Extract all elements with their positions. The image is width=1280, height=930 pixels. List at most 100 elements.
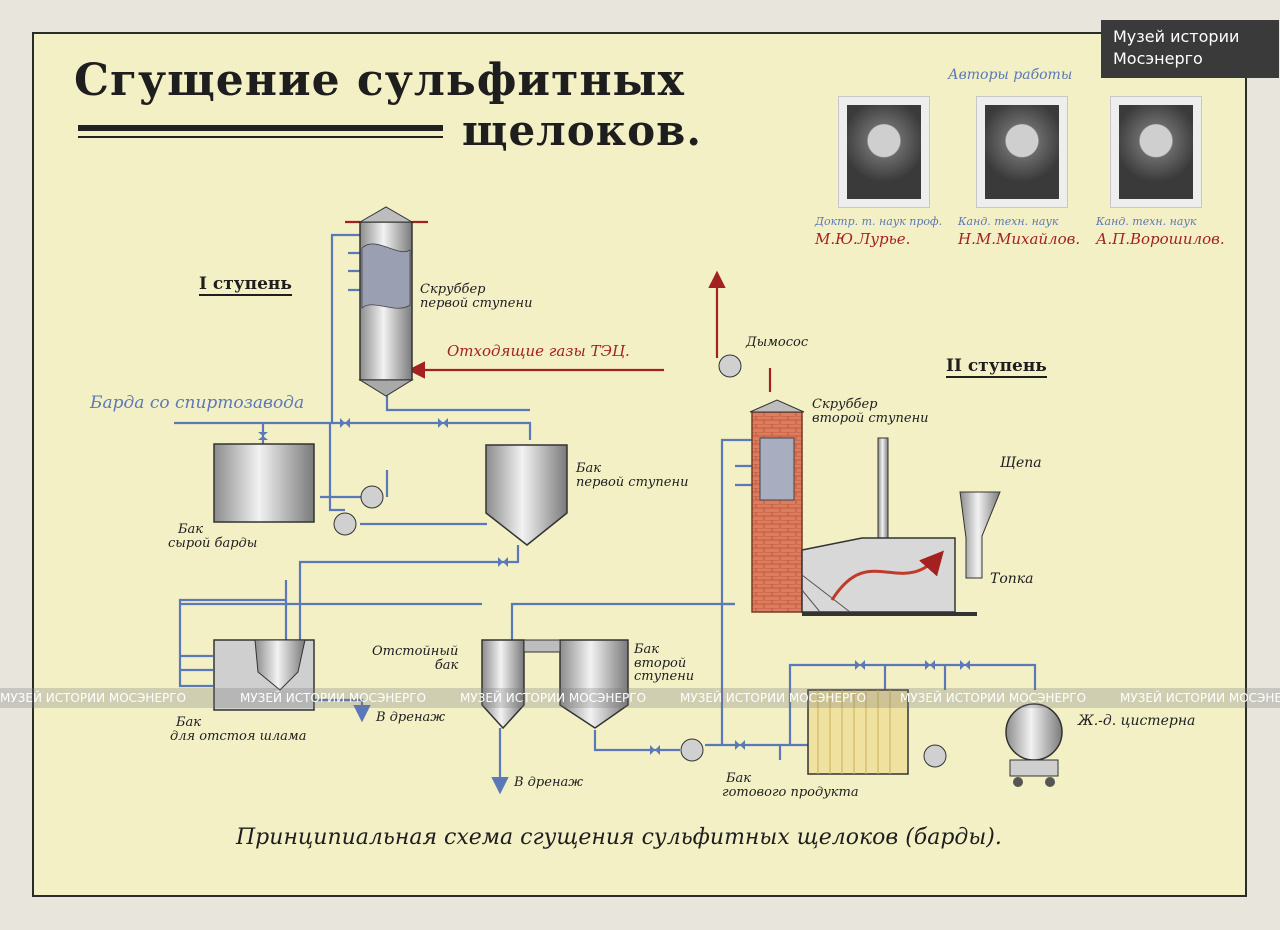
settling-tank bbox=[481, 639, 525, 730]
pumps bbox=[333, 485, 947, 768]
tank1-drain-pipe bbox=[298, 545, 520, 640]
barda-inlet-label: Барда со спиртозавода bbox=[90, 393, 305, 413]
flue-gas-label: Отходящие газы ТЭЦ. bbox=[447, 342, 630, 360]
scrubber1-spray-pipes bbox=[348, 251, 360, 292]
product-tank bbox=[807, 689, 909, 775]
sludge-loop-pipe bbox=[178, 598, 286, 688]
valve bbox=[438, 418, 448, 428]
drain1-label: В дренаж bbox=[376, 710, 446, 725]
product-tank-risers bbox=[883, 665, 947, 690]
watermark-text-3: МУЗЕЙ ИСТОРИИ МОСЭНЕРГО bbox=[460, 691, 647, 705]
settling-tank-label-line-2: бак bbox=[434, 657, 459, 673]
product-tank-label: Бак готового продукта bbox=[722, 772, 859, 799]
valve bbox=[960, 660, 970, 670]
product-tank-label-line-1: Бак bbox=[726, 771, 752, 786]
author-photo-1 bbox=[838, 96, 930, 208]
watermark-strip: МУЗЕЙ ИСТОРИИ МОСЭНЕРГО МУЗЕЙ ИСТОРИИ МО… bbox=[0, 688, 1280, 708]
pump-b bbox=[333, 512, 357, 536]
exhauster-label: Дымосос bbox=[746, 335, 809, 350]
valves bbox=[258, 418, 970, 755]
drain2-label: В дренаж bbox=[514, 775, 584, 790]
drain1-pipe bbox=[313, 698, 371, 723]
scrubber1-label-line-1: Скруббер bbox=[420, 282, 486, 297]
product-tank-label-line-2: готового продукта bbox=[722, 784, 859, 800]
author-3-degree: Канд. техн. наук bbox=[1096, 215, 1197, 228]
author-1-name: М.Ю.Лурье. bbox=[815, 230, 911, 248]
tank2-label-line-2: второй bbox=[634, 655, 687, 671]
author-photo-2 bbox=[976, 96, 1068, 208]
sludge-inlet-pipes bbox=[180, 654, 213, 672]
settling-tank-label: Отстойный бак bbox=[372, 645, 458, 672]
author-2-name: Н.М.Михайлов. bbox=[958, 230, 1081, 248]
valve bbox=[925, 660, 935, 670]
rail-tank-fill-pipe bbox=[788, 663, 1037, 745]
scrubber2-label-line-2: второй ступени bbox=[812, 410, 929, 426]
title-rule-thin bbox=[78, 136, 443, 138]
author-3-name: А.П.Ворошилов. bbox=[1096, 230, 1225, 248]
sludge-tank-label-line-2: для отстоя шлама bbox=[170, 728, 307, 744]
first-stage-tank bbox=[485, 444, 568, 546]
scrubber2-label: Скруббер второй ступени bbox=[812, 398, 929, 425]
furnace bbox=[801, 437, 1001, 616]
barda-inlet-pipe bbox=[174, 233, 360, 425]
sludge-tank bbox=[213, 639, 315, 711]
rail-tank-car bbox=[1005, 703, 1063, 787]
author-1-degree: Доктр. т. наук проф. bbox=[815, 215, 943, 228]
watermark-text-6: МУЗЕЙ ИСТОРИИ МОСЭНЕРГО bbox=[1120, 691, 1280, 705]
pump-d bbox=[923, 744, 947, 768]
stage-2-label: II ступень bbox=[946, 356, 1047, 378]
title-rule-thick bbox=[78, 125, 443, 131]
pump-a bbox=[360, 485, 384, 509]
scrubber-1 bbox=[358, 206, 414, 397]
valve bbox=[340, 418, 350, 428]
valve bbox=[258, 432, 268, 440]
gas-pipework bbox=[345, 220, 772, 392]
tank1-label-line-2: первой ступени bbox=[576, 474, 689, 490]
author-photo-3 bbox=[1110, 96, 1202, 208]
stage-1-label: I ступень bbox=[199, 274, 292, 296]
museum-label: Музей истории Мосэнерго bbox=[1101, 20, 1279, 78]
authors-caption: Авторы работы bbox=[948, 67, 1073, 83]
second-stage-tank bbox=[523, 639, 629, 729]
pump-b-riser bbox=[328, 423, 345, 512]
valve bbox=[855, 660, 865, 670]
sludge-tank-label-line-1: Бак bbox=[176, 715, 202, 730]
pump-c bbox=[680, 738, 704, 762]
title-line-1: Сгущение сульфитных bbox=[74, 55, 685, 106]
scrubber-2 bbox=[749, 399, 805, 613]
settling-tank-label-line-1: Отстойный bbox=[372, 644, 459, 659]
settling-to-scrubber2 bbox=[510, 602, 735, 640]
watermark-text-5: МУЗЕЙ ИСТОРИИ МОСЭНЕРГО bbox=[900, 691, 1087, 705]
watermark-text-1: МУЗЕЙ ИСТОРИИ МОСЭНЕРГО bbox=[0, 691, 187, 705]
raw-barda-tank bbox=[213, 443, 315, 523]
rail-tank-label: Ж.-д. цистерна bbox=[1078, 713, 1196, 729]
sludge-tank-label: Бак для отстоя шлама bbox=[170, 716, 306, 743]
valve bbox=[650, 745, 660, 755]
author-2-degree: Канд. техн. наук bbox=[958, 215, 1059, 228]
watermark-text-4: МУЗЕЙ ИСТОРИИ МОСЭНЕРГО bbox=[680, 691, 867, 705]
museum-label-line-1: Музей истории bbox=[1113, 27, 1240, 46]
valve bbox=[735, 740, 745, 750]
title-line-2: щелоков. bbox=[462, 106, 702, 155]
tank1-label: Бак первой ступени bbox=[576, 462, 688, 489]
scrubber1-label-line-2: первой ступени bbox=[420, 295, 533, 311]
exhauster-fan bbox=[718, 354, 742, 378]
raw-tank-label: Бак сырой барды bbox=[168, 523, 257, 550]
tank2-outlet-pipe bbox=[593, 730, 680, 752]
tank1-label-line-1: Бак bbox=[576, 461, 602, 476]
scrubber1-label: Скруббер первой ступени bbox=[420, 283, 532, 310]
raw-tank-label-line-1: Бак bbox=[178, 522, 204, 537]
scrubber1-bottom-pipe bbox=[385, 395, 530, 412]
tank2-label-line-1: Бак bbox=[634, 642, 660, 657]
museum-label-line-2: Мосэнерго bbox=[1113, 49, 1203, 68]
chips-label: Щепа bbox=[1000, 455, 1042, 471]
tank2-label-line-3: ступени bbox=[634, 669, 695, 685]
valve bbox=[498, 557, 508, 567]
raw-tank-label-line-2: сырой барды bbox=[168, 535, 258, 551]
furnace-label: Топка bbox=[990, 571, 1034, 587]
tank2-label: Бак второй ступени bbox=[634, 643, 694, 684]
watermark-text-2: МУЗЕЙ ИСТОРИИ МОСЭНЕРГО bbox=[240, 691, 427, 705]
scrubber2-label-line-1: Скруббер bbox=[812, 397, 878, 412]
